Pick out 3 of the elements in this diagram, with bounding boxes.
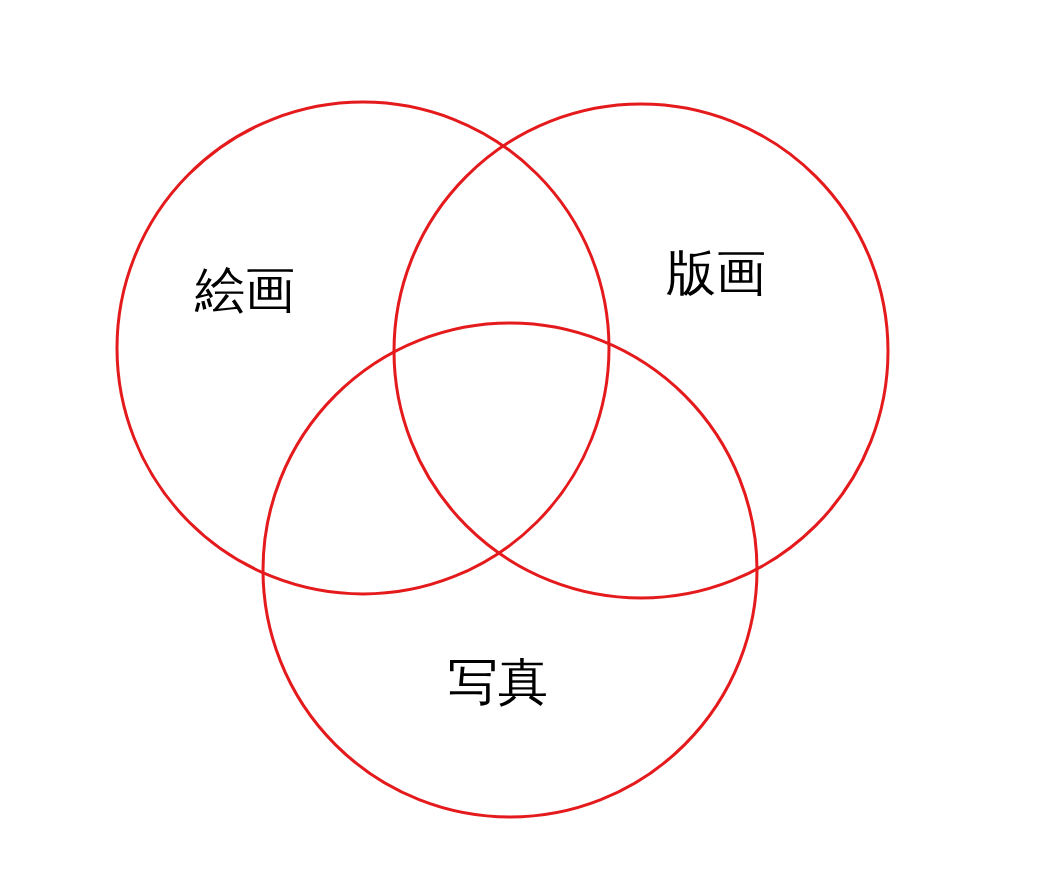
set-label: 版画: [666, 245, 766, 301]
set-label: 絵画: [195, 262, 295, 318]
set-label: 写真: [448, 654, 548, 710]
